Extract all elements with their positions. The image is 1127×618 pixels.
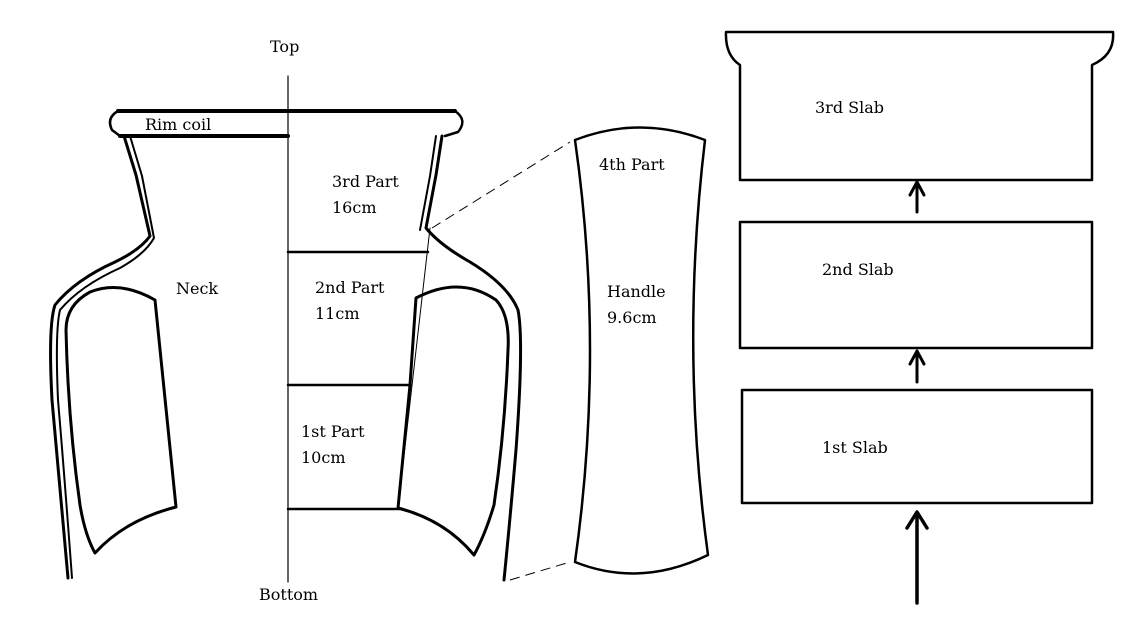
neck-label: Neck (176, 279, 219, 298)
rim-coil-shape (108, 109, 464, 138)
part-2-name: 2nd Part (315, 278, 385, 297)
slab-3-label: 3rd Slab (815, 98, 885, 117)
slab-1-shape (740, 388, 1094, 505)
dashed-connector-top (431, 141, 571, 229)
slab-2-shape (738, 220, 1094, 350)
slab-3-shape (724, 30, 1115, 182)
arrow-up-icon (908, 349, 926, 384)
part-1-size: 10cm (301, 448, 346, 467)
part-3-name: 3rd Part (332, 172, 399, 191)
dashed-connector-bottom (509, 561, 571, 581)
handle-shape (573, 126, 710, 575)
slab-1-label: 1st Slab (822, 438, 888, 457)
slab-2-label: 2nd Slab (822, 260, 894, 279)
part-2-size: 11cm (315, 304, 360, 323)
part-3-size: 16cm (332, 198, 377, 217)
vase-right-wall (396, 134, 523, 582)
handle-part-label: 4th Part (599, 155, 665, 174)
handle-name-label: Handle (607, 282, 666, 301)
vase-left-wall (49, 134, 178, 580)
part-1-name: 1st Part (301, 422, 365, 441)
rim-coil-label: Rim coil (145, 115, 212, 134)
axis-bottom-label: Bottom (259, 585, 319, 604)
handle-size-label: 9.6cm (607, 308, 657, 327)
arrow-up-icon (908, 180, 926, 214)
axis-top-label: Top (270, 37, 300, 56)
arrow-up-icon (905, 510, 929, 605)
